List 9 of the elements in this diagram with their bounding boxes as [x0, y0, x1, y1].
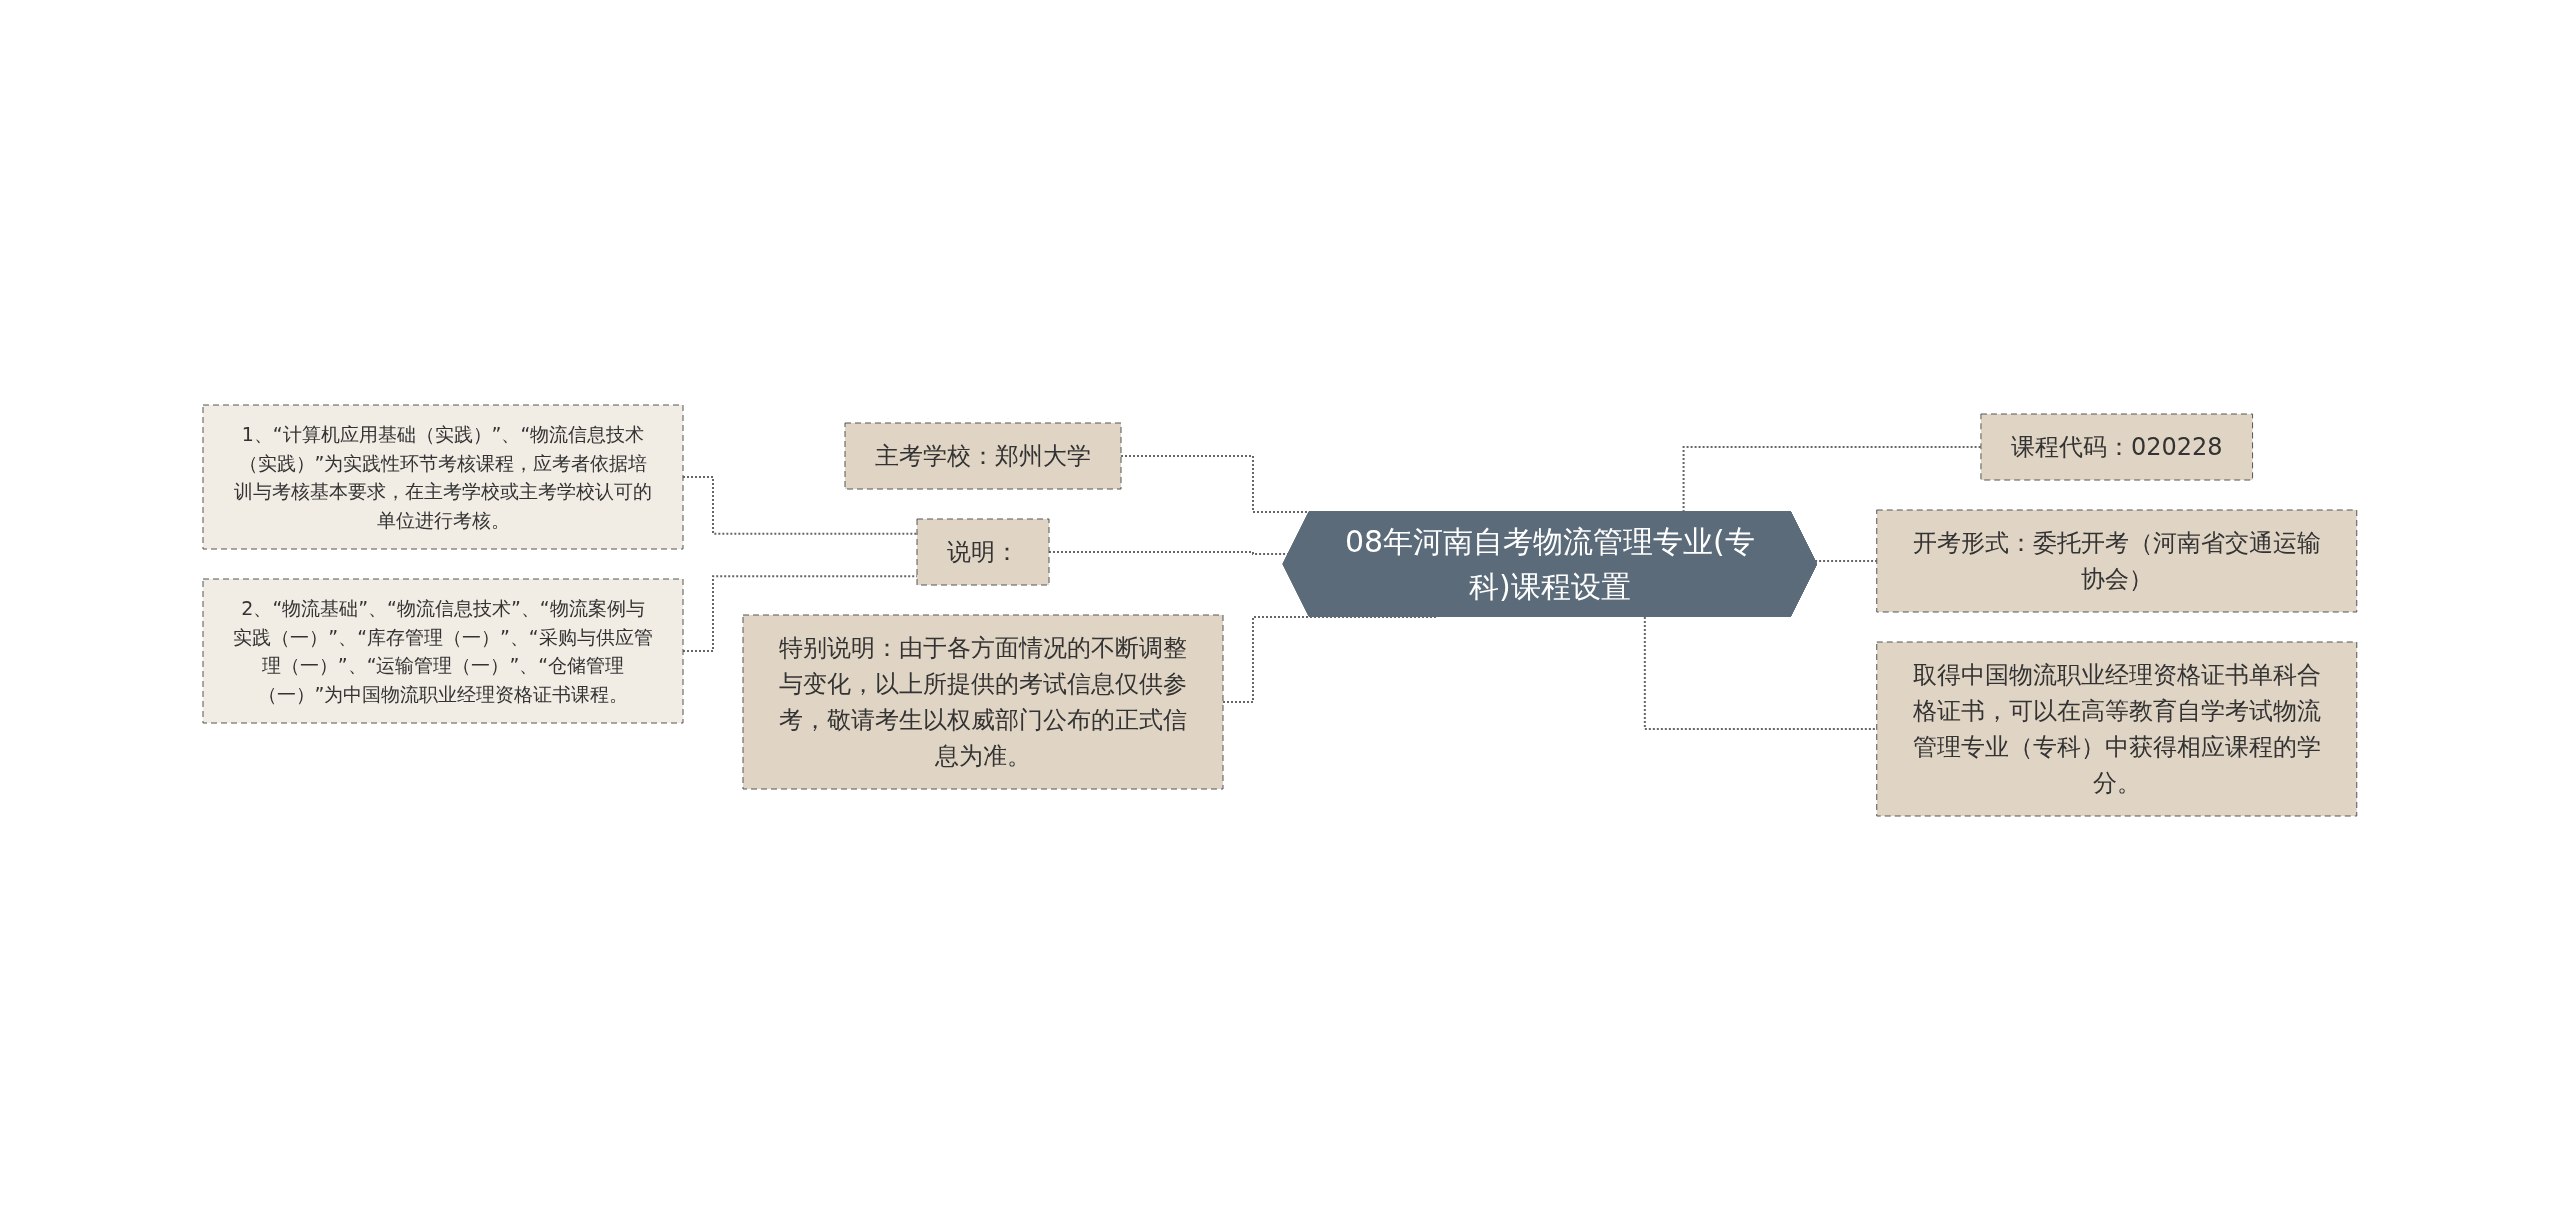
connector	[1643, 616, 1878, 730]
node-box	[202, 578, 684, 724]
node-box	[1980, 413, 2254, 481]
node-box	[742, 614, 1224, 790]
node-box	[844, 422, 1122, 490]
node-box	[1876, 641, 2358, 817]
node-box	[1876, 509, 2358, 613]
node-box	[202, 404, 684, 550]
node-box	[916, 518, 1050, 586]
